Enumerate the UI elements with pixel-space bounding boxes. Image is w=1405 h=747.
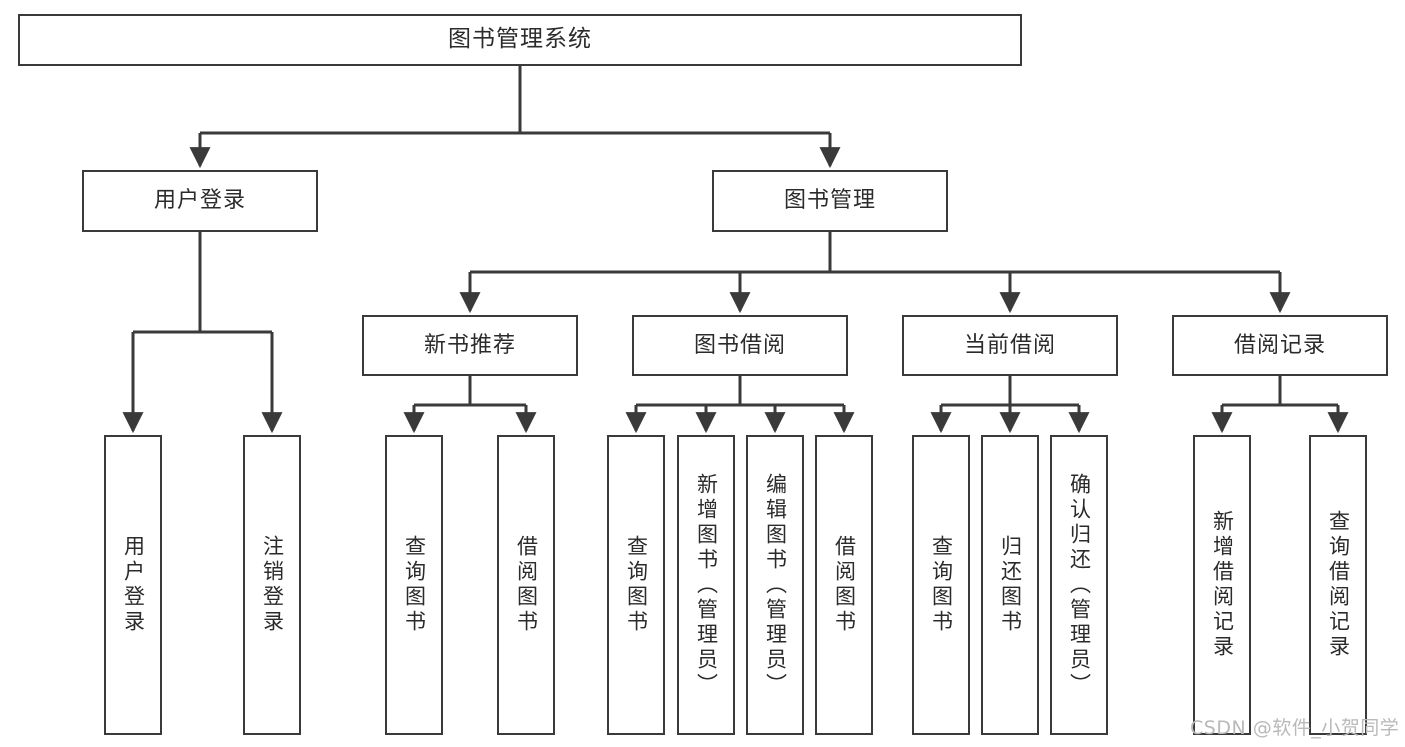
node-leaf-borrow-book-1[interactable]: 借阅图书 xyxy=(497,435,555,735)
node-leaf-query-book-3-label: 查询图书 xyxy=(929,535,954,635)
node-leaf-query-book-3[interactable]: 查询图书 xyxy=(912,435,970,735)
csdn-watermark: CSDN @软件_小贺同学 xyxy=(1190,717,1400,739)
node-leaf-query-record-label: 查询借阅记录 xyxy=(1326,510,1351,660)
node-leaf-confirm-return-label: 确认归还（管理员） xyxy=(1067,472,1092,698)
node-user-login[interactable]: 用户登录 xyxy=(82,170,318,232)
node-leaf-logout-label: 注销登录 xyxy=(260,535,285,635)
node-new-book-recommend-label: 新书推荐 xyxy=(423,332,516,358)
node-borrow-record-label: 借阅记录 xyxy=(1233,332,1326,358)
node-book-borrow-label: 图书借阅 xyxy=(693,332,786,358)
node-current-borrow[interactable]: 当前借阅 xyxy=(902,315,1118,376)
node-root[interactable]: 图书管理系统 xyxy=(18,14,1022,66)
node-leaf-add-book-label: 新增图书（管理员） xyxy=(694,472,719,698)
node-leaf-return-book[interactable]: 归还图书 xyxy=(981,435,1039,735)
node-leaf-logout[interactable]: 注销登录 xyxy=(243,435,301,735)
node-leaf-borrow-book-2-label: 借阅图书 xyxy=(832,535,857,635)
node-leaf-add-record-label: 新增借阅记录 xyxy=(1210,510,1235,660)
node-new-book-recommend[interactable]: 新书推荐 xyxy=(362,315,578,376)
node-root-label: 图书管理系统 xyxy=(448,26,592,53)
node-book-manage[interactable]: 图书管理 xyxy=(712,170,948,232)
node-leaf-borrow-book-2[interactable]: 借阅图书 xyxy=(815,435,873,735)
node-leaf-borrow-book-1-label: 借阅图书 xyxy=(514,535,539,635)
node-leaf-edit-book-label: 编辑图书（管理员） xyxy=(763,472,788,698)
node-leaf-add-record[interactable]: 新增借阅记录 xyxy=(1193,435,1251,735)
node-leaf-return-book-label: 归还图书 xyxy=(998,535,1023,635)
node-leaf-query-record[interactable]: 查询借阅记录 xyxy=(1309,435,1367,735)
node-leaf-edit-book[interactable]: 编辑图书（管理员） xyxy=(746,435,804,735)
node-leaf-query-book-1[interactable]: 查询图书 xyxy=(385,435,443,735)
node-leaf-add-book[interactable]: 新增图书（管理员） xyxy=(677,435,735,735)
node-user-login-label: 用户登录 xyxy=(153,188,246,214)
node-borrow-record[interactable]: 借阅记录 xyxy=(1172,315,1388,376)
node-book-borrow[interactable]: 图书借阅 xyxy=(632,315,848,376)
node-leaf-user-login-label: 用户登录 xyxy=(121,535,146,635)
node-leaf-user-login[interactable]: 用户登录 xyxy=(104,435,162,735)
node-leaf-query-book-1-label: 查询图书 xyxy=(402,535,427,635)
node-leaf-query-book-2-label: 查询图书 xyxy=(624,535,649,635)
node-leaf-query-book-2[interactable]: 查询图书 xyxy=(607,435,665,735)
node-leaf-confirm-return[interactable]: 确认归还（管理员） xyxy=(1050,435,1108,735)
node-current-borrow-label: 当前借阅 xyxy=(963,332,1056,358)
node-book-manage-label: 图书管理 xyxy=(783,188,876,214)
